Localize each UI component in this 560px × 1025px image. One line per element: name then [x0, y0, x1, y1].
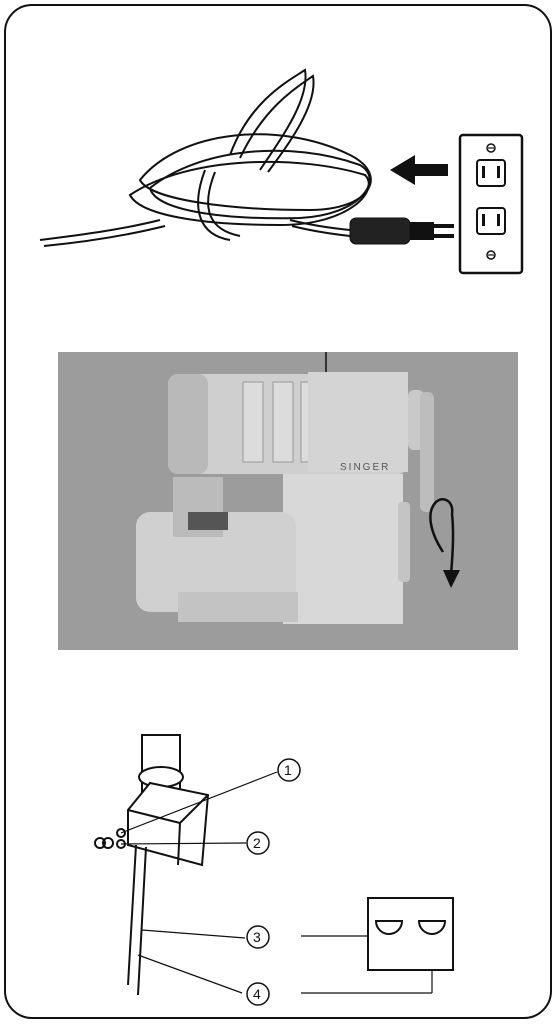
callout-2: 2 — [247, 832, 269, 854]
callout-number: 2 — [253, 835, 261, 851]
arrow-left-icon — [390, 155, 448, 185]
callout-number: 1 — [284, 762, 292, 778]
power-cord-illustration — [30, 60, 530, 290]
callout-number: 4 — [253, 986, 261, 1002]
callout-3: 3 — [247, 926, 269, 948]
callout-4: 4 — [247, 983, 269, 1005]
brand-label: SINGER — [340, 462, 390, 473]
callout-number: 3 — [253, 929, 261, 945]
callout-1: 1 — [278, 759, 300, 781]
wall-outlet-icon — [460, 135, 522, 273]
serger-machine-photo: SINGER — [58, 352, 518, 650]
plug-icon — [350, 218, 454, 244]
needle-clamp-diagram: 1 2 3 4 — [80, 715, 480, 1015]
